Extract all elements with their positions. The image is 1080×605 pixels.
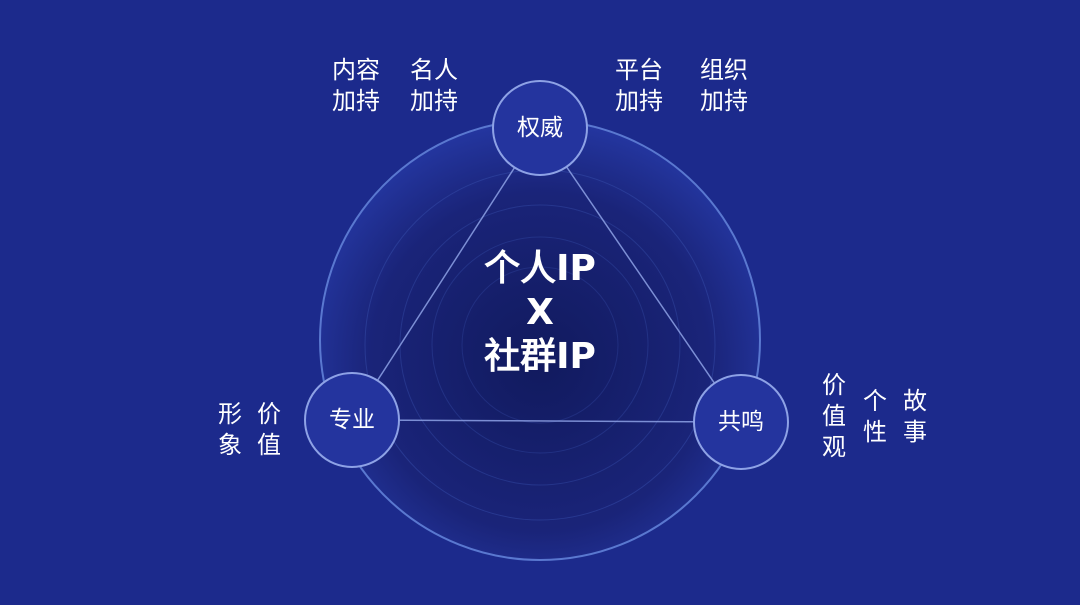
- label-value: 价 值: [257, 400, 281, 459]
- center-title-line3: 社群IP: [484, 336, 596, 377]
- node-top-circle: [492, 80, 588, 176]
- triangle: [350, 126, 743, 423]
- label-personality: 个性: [863, 387, 887, 446]
- label-image: 形 象: [218, 400, 242, 459]
- label-content-support: 内容 加持: [332, 56, 380, 115]
- ring-4: [461, 266, 619, 424]
- node-right-circle: [693, 374, 789, 470]
- node-left-label: 专业: [329, 407, 375, 433]
- label-celebrity-support: 名人 加持: [410, 56, 458, 115]
- center-title-line2: X: [526, 292, 554, 333]
- ring-3: [431, 236, 649, 454]
- label-platform-support: 平台 加持: [615, 56, 663, 115]
- node-right-label: 共鸣: [718, 409, 764, 435]
- node-top-label: 权威: [517, 115, 563, 141]
- center-title-line1: 个人IP: [484, 248, 596, 289]
- label-organization-support: 组织 加持: [700, 56, 748, 115]
- node-left-circle: [304, 372, 400, 468]
- label-story: 故事: [903, 387, 927, 446]
- label-values: 价值观: [822, 371, 846, 461]
